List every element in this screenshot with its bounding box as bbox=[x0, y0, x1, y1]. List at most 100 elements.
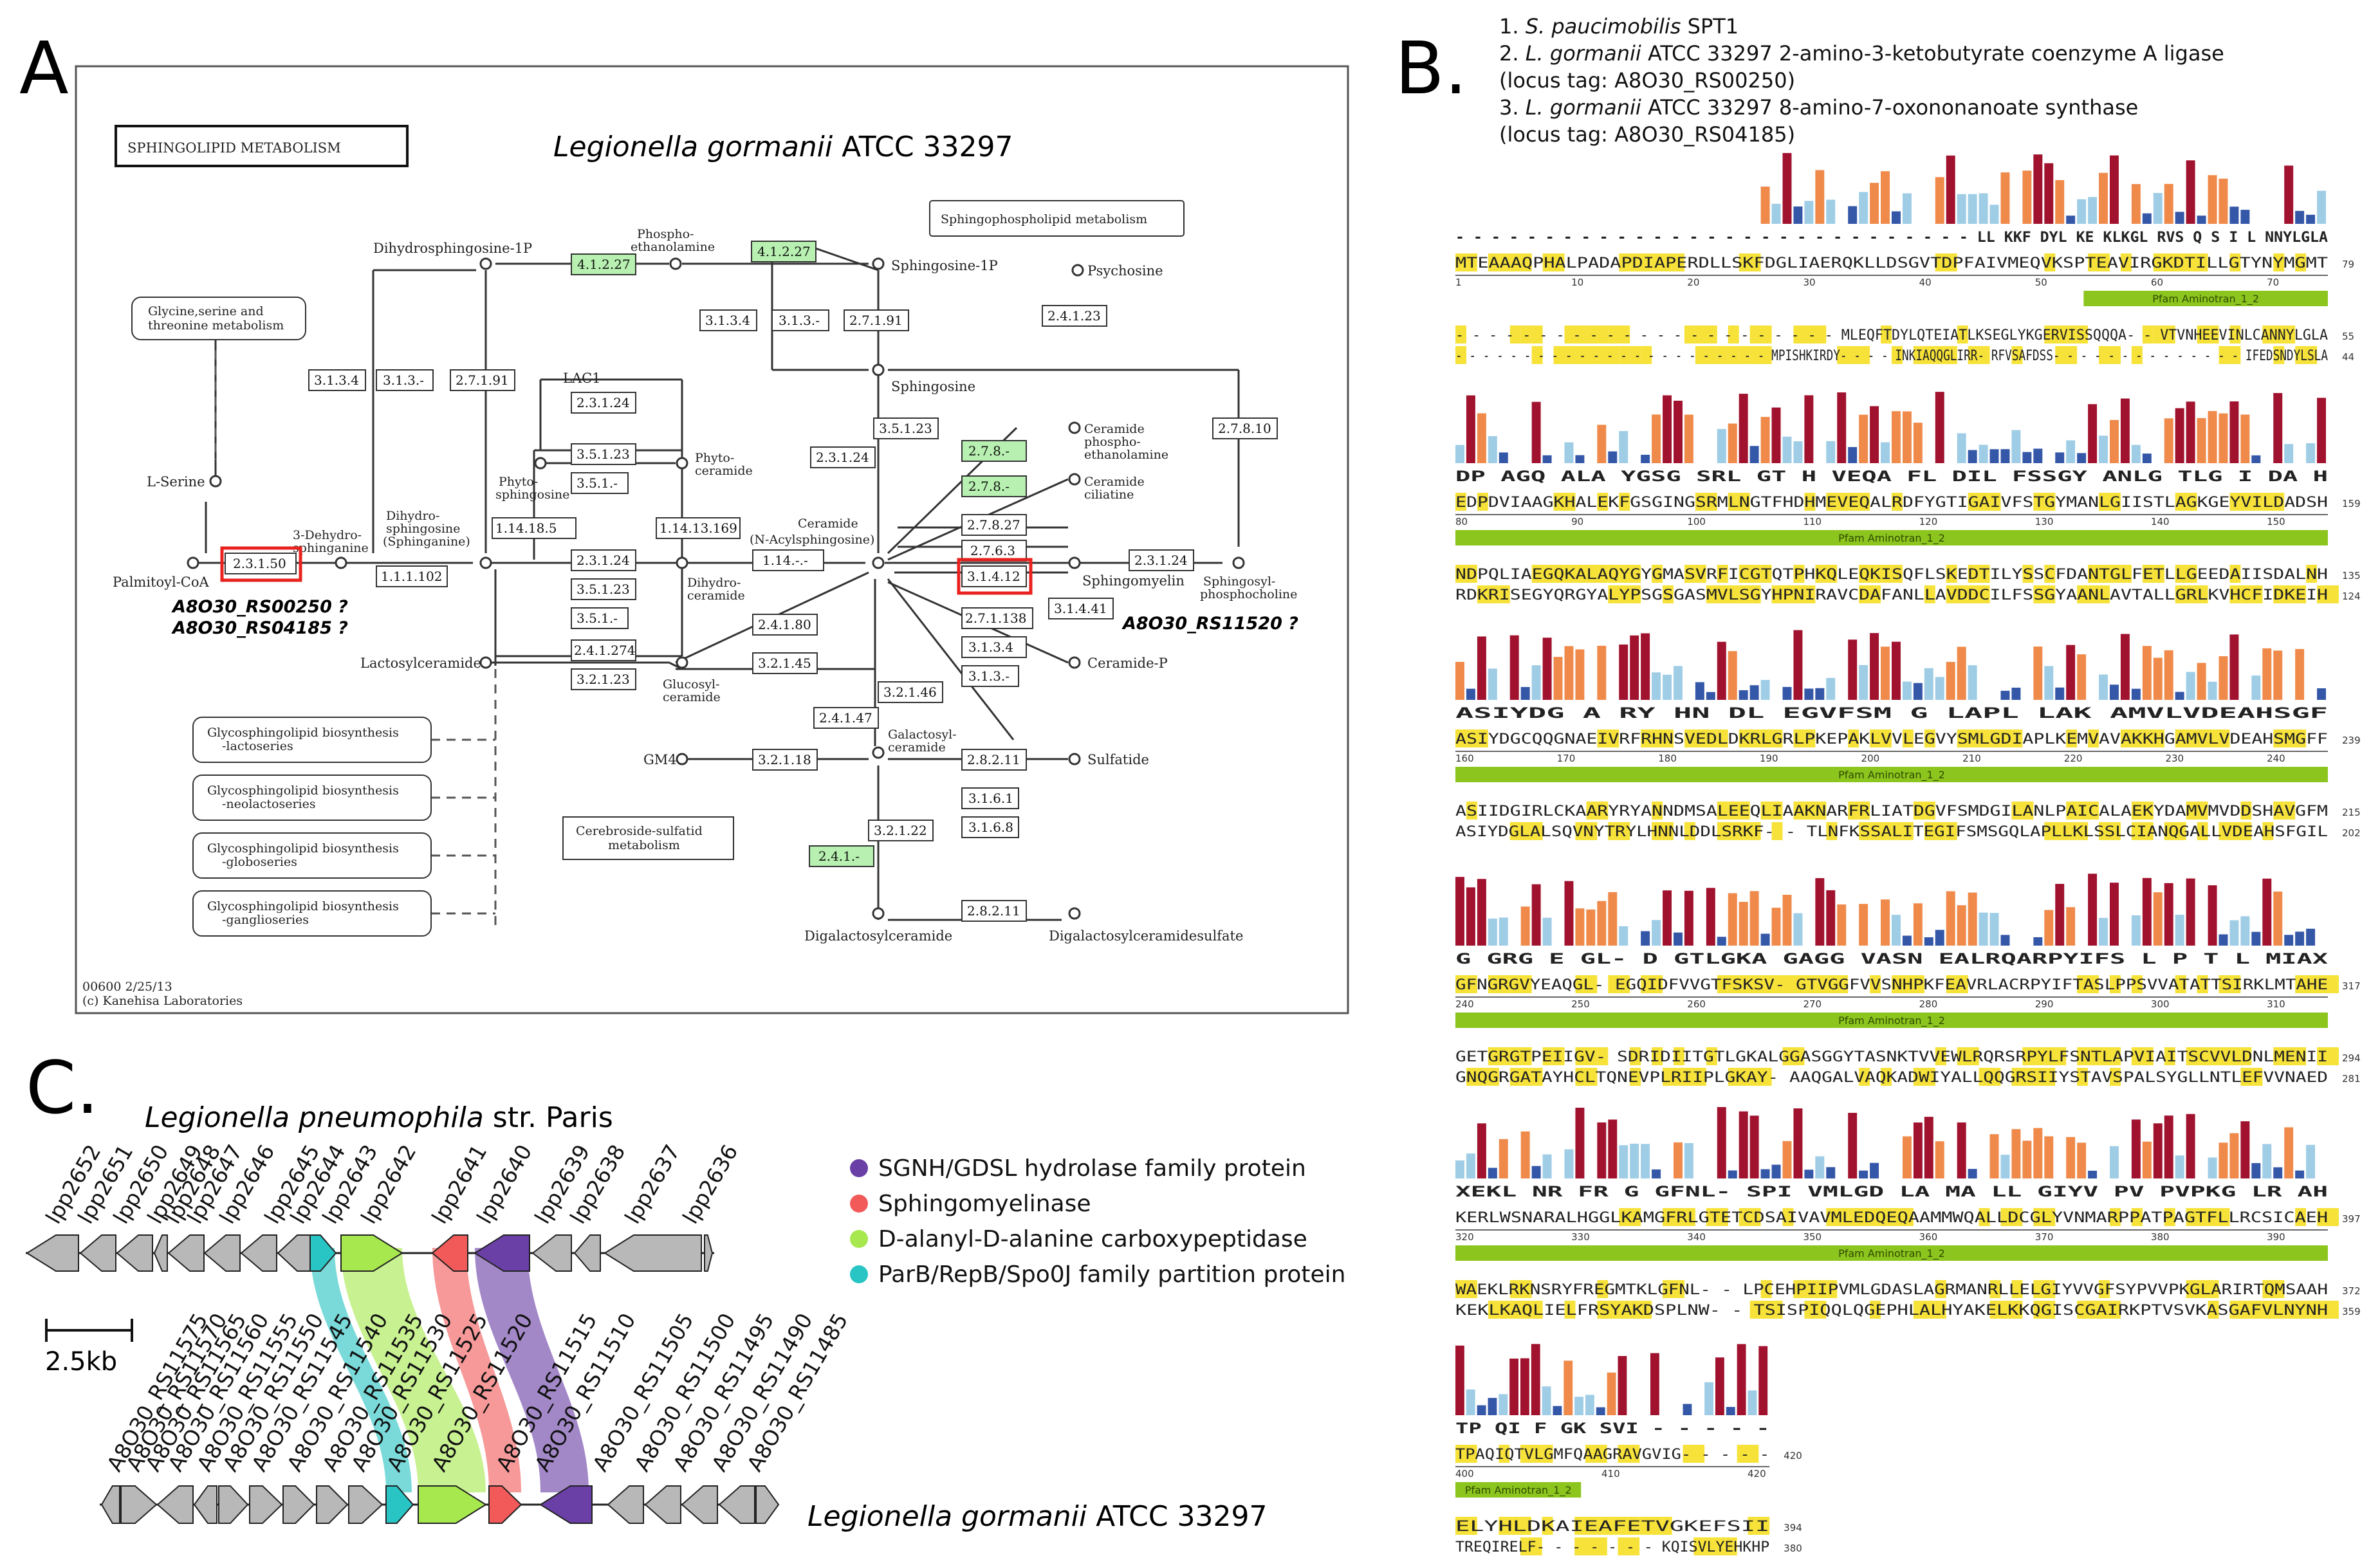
identity-highlight bbox=[2033, 1047, 2045, 1065]
conservation-bar bbox=[1804, 688, 1814, 700]
conservation-bar bbox=[1717, 1106, 1726, 1178]
conservation-bar bbox=[1760, 933, 1770, 946]
compound-cerp: Ceramide-P bbox=[1087, 655, 1168, 671]
gene-arrow-bottom bbox=[539, 1485, 593, 1524]
conservation-bar bbox=[2077, 453, 2087, 463]
ec-3161: 3.1.6.1 bbox=[968, 791, 1013, 806]
compound-dihydrosph2: sphingosine bbox=[386, 522, 460, 536]
conservation-bar bbox=[1968, 892, 1977, 946]
identity-highlight bbox=[1674, 1280, 1684, 1298]
ec-24123: 2.4.1.23 bbox=[1047, 308, 1101, 324]
panel-c-label: C. bbox=[26, 1047, 99, 1130]
alignment-block: XEKL NR FR G GFNL- SPI VMLGD LA MA LL GI… bbox=[1455, 1106, 2361, 1319]
conservation-bar bbox=[2251, 931, 2261, 946]
ec-114b: 1.14.13.169 bbox=[660, 520, 737, 536]
identity-highlight bbox=[1509, 1301, 1521, 1319]
alignment-block: - - - - - - - - - - - - - - - - - - - - … bbox=[1455, 152, 2354, 364]
identity-highlight bbox=[1531, 1445, 1542, 1463]
ruler-tick-label: 90 bbox=[1571, 516, 1583, 527]
identity-highlight bbox=[2317, 975, 2339, 993]
ruler-tick-label: 210 bbox=[1962, 753, 1981, 764]
identity-highlight bbox=[2099, 1301, 2121, 1319]
identity-highlight bbox=[1837, 493, 1849, 511]
compound-sphingomyelin: Sphingomyelin bbox=[1082, 573, 1185, 589]
conservation-bar bbox=[1749, 446, 1759, 463]
conservation-bar bbox=[2229, 634, 2239, 700]
conservation-bar bbox=[2099, 917, 2108, 946]
conservation-bar bbox=[2000, 172, 2010, 224]
conservation-bar bbox=[2284, 165, 2294, 224]
identity-highlight bbox=[1553, 565, 1565, 583]
conservation-bar bbox=[2131, 444, 2141, 463]
pfam-domain-label: Pfam Aminotran_1_2 bbox=[2152, 293, 2259, 306]
identity-highlight bbox=[1619, 1208, 1641, 1226]
conservation-bar bbox=[1859, 904, 1868, 946]
conservation-bar bbox=[1455, 1160, 1464, 1178]
conservation-bar bbox=[1575, 1107, 1585, 1178]
legend-2-species: L. gormanii bbox=[1526, 41, 1641, 66]
compound-phytocer1: Phyto- bbox=[695, 451, 734, 465]
conservation-bar bbox=[1946, 891, 1955, 946]
conservation-bar bbox=[2208, 410, 2217, 463]
identity-highlight bbox=[1683, 1445, 1705, 1463]
ruler-tick-label: 220 bbox=[2064, 753, 2083, 764]
conservation-bar bbox=[2022, 1141, 2032, 1178]
ec-3134b: 3.1.3.4 bbox=[314, 372, 359, 388]
identity-highlight bbox=[2055, 822, 2078, 840]
conservation-bar bbox=[2131, 915, 2141, 946]
conservation-bar bbox=[1597, 1122, 1607, 1178]
gene-arrow-top bbox=[474, 1234, 530, 1272]
conservation-bar bbox=[2044, 910, 2054, 946]
compound-digal-s: Digalactosylceramidesulfate bbox=[1049, 928, 1243, 944]
consensus-line: - - - - - - - - - - - - - - - - - - - - … bbox=[1455, 230, 2328, 246]
sequence-end-position: 394 bbox=[1784, 1522, 1802, 1534]
identity-highlight bbox=[1488, 253, 1499, 271]
identity-highlight bbox=[1586, 1068, 1598, 1086]
identity-highlight bbox=[1608, 1301, 1630, 1319]
identity-highlight bbox=[1674, 1047, 1684, 1065]
compound-spl-met: Sphingophospholipid metabolism bbox=[941, 212, 1147, 226]
identity-highlight bbox=[2077, 1068, 2089, 1086]
ec-278a: 2.7.8.- bbox=[968, 443, 1010, 459]
identity-highlight bbox=[2197, 325, 2219, 344]
identity-highlight bbox=[1913, 346, 1935, 364]
alignment-blocks: - - - - - - - - - - - - - - - - - - - - … bbox=[1455, 152, 2361, 1555]
identity-highlight bbox=[2033, 585, 2056, 603]
gene-arrow-top bbox=[340, 1234, 403, 1272]
identity-highlight bbox=[2077, 585, 2099, 603]
identity-highlight bbox=[1650, 1517, 1672, 1535]
identity-highlight bbox=[1804, 975, 1816, 993]
identity-highlight bbox=[1760, 1301, 1783, 1319]
identity-highlight bbox=[1553, 346, 1576, 364]
conservation-bar bbox=[1826, 677, 1836, 700]
identity-highlight bbox=[1520, 253, 1532, 271]
conservation-bar bbox=[2229, 920, 2239, 946]
identity-highlight bbox=[1979, 493, 2001, 511]
compound-psychosine: Psychosine bbox=[1087, 263, 1163, 279]
identity-highlight bbox=[1881, 325, 1892, 344]
conservation-bar bbox=[2022, 170, 2032, 224]
identity-highlight bbox=[1652, 565, 1663, 583]
ruler-tick-label: 380 bbox=[2151, 1231, 2170, 1243]
identity-highlight bbox=[1793, 585, 1816, 603]
sequence-end-position: 281 bbox=[2342, 1073, 2361, 1085]
conservation-bar bbox=[1542, 1386, 1551, 1415]
conservation-bar bbox=[1575, 908, 1585, 946]
identity-highlight bbox=[1892, 1208, 1914, 1226]
ruler-tick-label: 170 bbox=[1557, 753, 1576, 764]
ec-27827: 2.7.8.27 bbox=[967, 517, 1020, 533]
conservation-bar bbox=[1674, 932, 1683, 946]
compound-sulfatide: Sulfatide bbox=[1087, 752, 1149, 767]
identity-highlight bbox=[2044, 253, 2056, 271]
identity-highlight bbox=[1979, 1208, 1990, 1226]
identity-highlight bbox=[1968, 585, 1990, 603]
conservation-bar bbox=[1520, 1358, 1529, 1415]
identity-highlight bbox=[1815, 975, 1827, 993]
conservation-bar bbox=[2099, 172, 2108, 224]
sequence-2-line: WAEKLRKNSRYFREGMTKLGFNL- - LPCEHPIIPVMLG… bbox=[1455, 1282, 2328, 1298]
conservation-bar bbox=[2197, 663, 2206, 700]
identity-highlight bbox=[1575, 346, 1598, 364]
conservation-bar bbox=[1826, 199, 1836, 224]
compound-cer-pe3: ethanolamine bbox=[1084, 448, 1168, 462]
ruler-tick-label: 360 bbox=[1919, 1231, 1938, 1243]
